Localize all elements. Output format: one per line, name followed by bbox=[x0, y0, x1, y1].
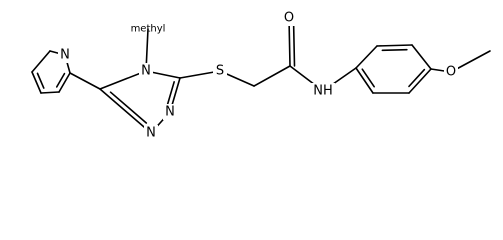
svg-text:N: N bbox=[141, 64, 151, 79]
svg-text:NH: NH bbox=[313, 84, 333, 99]
bond-line bbox=[58, 72, 71, 93]
atom-amide-nh: NH bbox=[311, 83, 335, 99]
atom-sulfur: S bbox=[213, 63, 227, 79]
bond-line bbox=[55, 72, 66, 88]
svg-text:N: N bbox=[165, 105, 175, 120]
svg-text:S: S bbox=[216, 64, 224, 79]
bond-line bbox=[411, 44, 432, 70]
atom-triazole-n2: N bbox=[163, 104, 177, 120]
svg-text:O: O bbox=[446, 65, 456, 80]
bond-line bbox=[31, 71, 42, 94]
bonds bbox=[31, 17, 491, 134]
bond-line bbox=[376, 44, 413, 47]
atom-triazole-n4: N bbox=[139, 63, 153, 79]
svg-text:O: O bbox=[284, 11, 294, 26]
bond-line bbox=[361, 68, 375, 88]
bond-line bbox=[99, 70, 147, 90]
bond-line bbox=[109, 91, 148, 124]
bond-line bbox=[166, 81, 175, 107]
bond-line bbox=[31, 50, 51, 73]
molecule-structure-diagram: N N methyl N N S O NH O bbox=[31, 10, 491, 141]
bond-line bbox=[99, 88, 152, 134]
atom-carbonyl-oxygen: O bbox=[282, 10, 296, 26]
bond-line bbox=[408, 68, 426, 88]
atom-ether-oxygen: O bbox=[444, 64, 458, 80]
bond-line bbox=[69, 72, 101, 90]
svg-text:N: N bbox=[146, 126, 156, 141]
svg-text:N: N bbox=[60, 48, 70, 63]
atom-pyridine-n: N bbox=[58, 47, 72, 63]
bond-line bbox=[36, 72, 45, 89]
atom-triazole-n1: N bbox=[144, 125, 158, 141]
bond-line bbox=[253, 65, 291, 87]
bond-line bbox=[355, 67, 374, 94]
svg-text:methyl: methyl bbox=[131, 24, 166, 35]
atom-labels: N N methyl N N S O NH O bbox=[58, 10, 458, 141]
bond-line bbox=[381, 48, 408, 52]
atom-methyl: methyl bbox=[131, 24, 166, 35]
bond-line bbox=[355, 45, 378, 69]
bond-line bbox=[40, 91, 60, 94]
bond-line bbox=[408, 68, 432, 94]
